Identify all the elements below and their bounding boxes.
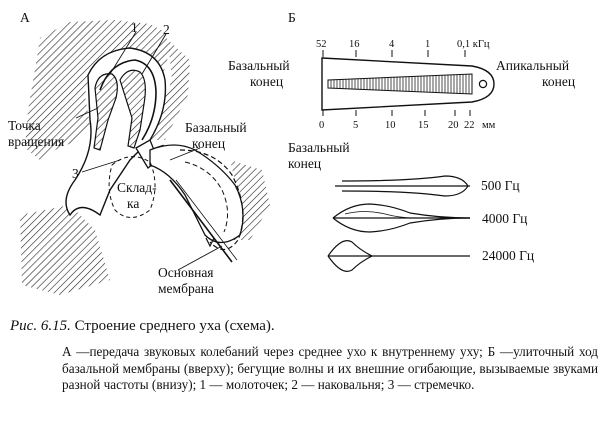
label-b-basal2-1: Базальный [288,140,350,155]
incus [119,69,146,149]
malleus [93,73,118,151]
panel-a-letter: А [20,10,30,25]
freq-label-1: 1 [425,39,431,50]
label-a-basal-1: Базальный [185,120,247,135]
freq-label-16: 16 [349,39,360,50]
label-incus-number: 2 [163,22,170,37]
leader-1 [109,31,137,75]
freq-label-01: 0,1 кГц [457,39,490,50]
mm-label-15: 15 [418,120,429,131]
label-stapes-number: 3 [72,166,79,181]
label-fold-1: Склад- [117,180,157,195]
figure-title: Строение среднего уха (схема). [70,318,275,334]
mm-label-10: 10 [385,120,396,131]
label-malleus-number: 1 [131,20,138,35]
label-membrane-1: Основная [158,265,214,280]
wave-label-4000: 4000 Гц [482,211,528,226]
mm-label-22: 22 [464,120,475,131]
leader-basal [169,147,201,161]
label-apical-1: Апикальный [496,58,570,73]
label-a-basal-2: конец [192,136,226,151]
label-b-basal-1: Базальный [228,58,290,73]
label-pivot-1: Точка [8,118,41,133]
leader-pivot [75,107,99,119]
wave-500 [335,175,470,197]
mm-label-5: 5 [353,120,359,131]
duct-membrane [327,73,473,95]
label-fold-2: ка [127,196,140,211]
leader-membrane [177,245,223,271]
wave-label-500: 500 Гц [481,178,520,193]
leader-3 [81,159,121,173]
leader-2 [141,33,167,75]
label-b-basal-2: конец [250,74,284,89]
mm-label-20: 20 [448,120,459,131]
fluid-path [179,149,244,251]
wave-24000 [327,240,470,272]
ear-diagram [20,20,495,295]
caption-text: А —передача звуковых колебаний через сре… [62,344,598,392]
helicotrema [478,79,488,89]
label-apical-2: конец [542,74,576,89]
figure-caption-body: А —передача звуковых колебаний через сре… [62,344,598,394]
freq-label-4: 4 [389,39,395,50]
cochlea [149,144,244,244]
fold-region [108,156,156,218]
panel-a-drawing [20,20,270,295]
mm-unit: мм [482,120,496,131]
figure-caption-title: Рис. 6.15. Строение среднего уха (схема)… [10,318,275,335]
label-b-basal2-2: конец [288,156,322,171]
basilar-membrane [169,179,233,263]
bone-bottom [20,205,110,295]
figure-number: Рис. 6.15. [10,318,71,334]
wave-4000 [332,203,471,233]
wave-label-24000: 24000 Гц [482,248,535,263]
freq-label-52: 52 [316,39,327,50]
label-membrane-2: мембрана [158,281,214,296]
mm-label-0: 0 [319,120,325,131]
panel-b-letter: Б [288,10,296,25]
panel-b-drawing [321,50,495,272]
label-pivot-2: вращения [8,134,65,149]
